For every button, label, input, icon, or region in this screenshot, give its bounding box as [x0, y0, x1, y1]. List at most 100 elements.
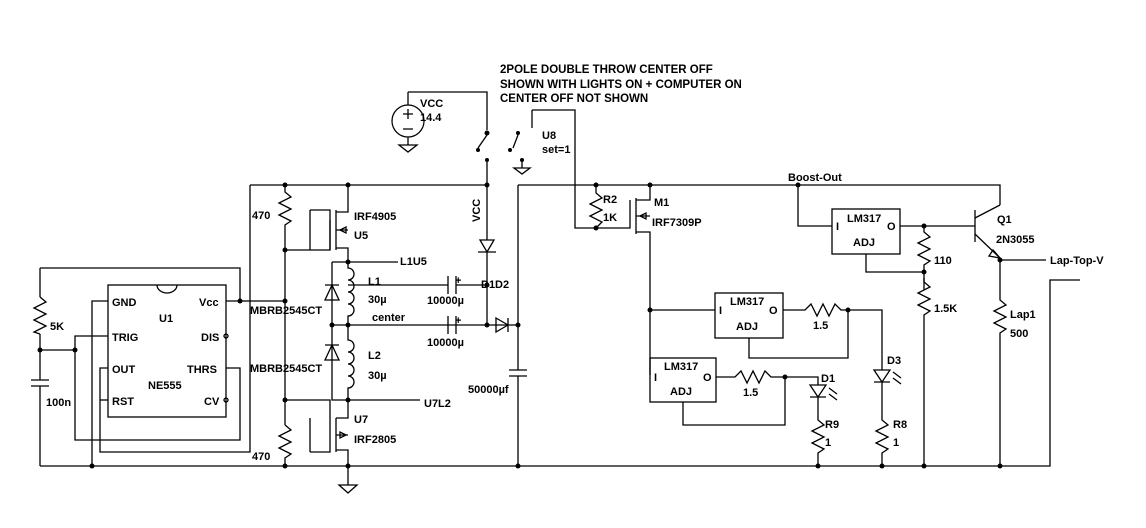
lm317-low-part: LM317	[664, 361, 698, 373]
pin-trig: TRIG	[112, 332, 138, 344]
voltage-source[interactable]	[391, 91, 488, 153]
lm317-low-i: I	[654, 372, 657, 384]
lm317-main-o: O	[887, 221, 896, 233]
mosfet-m1-ref: M1	[654, 197, 669, 209]
res-mid-val: 1.5	[813, 320, 828, 332]
switch-note-line3: CENTER OFF NOT SHOWN	[500, 93, 648, 105]
res-110-val: 110	[934, 255, 952, 267]
transistor-part: 2N3055	[996, 234, 1035, 246]
cap-bot-val: 10000µ	[427, 337, 464, 349]
lm317-mid-adj: ADJ	[736, 321, 758, 333]
diode-vcc[interactable]	[478, 239, 496, 254]
ne555-timer[interactable]	[107, 284, 227, 418]
pin-dis: DIS	[201, 332, 219, 344]
pin-cv: CV	[204, 396, 220, 408]
lm317-low-adj: ADJ	[670, 386, 692, 398]
res-low-val: 1.5	[743, 387, 758, 399]
resistor-1k5[interactable]	[916, 278, 932, 466]
resistor-r9[interactable]	[810, 397, 826, 466]
pin-gnd: GND	[112, 297, 137, 309]
transistor-ref: Q1	[997, 214, 1012, 226]
resistor-470-bot[interactable]	[277, 250, 293, 466]
led-d3-ref: D3	[887, 355, 901, 367]
ground-symbol	[337, 484, 359, 494]
inductor-l1-val: 30µ	[368, 294, 387, 306]
led-d1[interactable]	[808, 384, 828, 399]
diode-bot-part: MBRB2545CT	[250, 363, 322, 375]
inductor-l2[interactable]	[347, 325, 355, 400]
res-r8-val: 1	[893, 437, 899, 449]
lm317-main-adj: ADJ	[853, 237, 875, 249]
dpdt-switch[interactable]	[476, 109, 576, 185]
resistor-5k[interactable]	[32, 296, 48, 335]
diode-d1d2: D1D2	[481, 279, 509, 291]
mosfet-u7[interactable]	[309, 400, 349, 466]
lm317-main-part: LM317	[847, 213, 881, 225]
inductor-l1[interactable]	[347, 262, 355, 325]
timer-part: NE555	[148, 380, 182, 392]
switch-ref: U8	[542, 130, 556, 142]
lm317-low-o: O	[703, 372, 712, 384]
res-470-bot-value: 470	[252, 451, 270, 463]
pin-thrs: THRS	[187, 364, 217, 376]
cap-100n-value: 100n	[46, 397, 71, 409]
inductor-l2-ref: L2	[368, 350, 381, 362]
res-r9-val: 1	[825, 437, 831, 449]
mosfet-u5-ref: U5	[354, 230, 368, 242]
res-1k5-val: 1.5K	[934, 303, 957, 315]
res-470-top-value: 470	[252, 210, 270, 222]
svg-text:+: +	[455, 315, 461, 327]
lm317-mid-o: O	[769, 305, 778, 317]
timer-ref: U1	[159, 313, 173, 325]
resistor-470-top[interactable]	[277, 185, 331, 251]
transistor-q1[interactable]	[974, 204, 1002, 259]
diode-top-part: MBRB2545CT	[250, 305, 322, 317]
pin-out: OUT	[112, 364, 136, 376]
switch-param: set=1	[542, 144, 570, 156]
pin-rst: RST	[112, 396, 134, 408]
res-r2-ref: R2	[603, 194, 617, 206]
net-laptop: Lap-Top-V	[1050, 255, 1104, 267]
mosfet-m1-part: IRF7309P	[652, 217, 702, 229]
resistor-1k5-low[interactable]	[716, 369, 819, 385]
resistor-110[interactable]	[916, 226, 932, 290]
resistor-lap1[interactable]	[992, 258, 1008, 466]
res-r9-ref: R9	[825, 419, 839, 431]
switch-note-line1: 2POLE DOUBLE THROW CENTER OFF	[500, 64, 713, 76]
led-d3[interactable]	[872, 369, 892, 384]
cap-top-val: 10000µ	[427, 295, 464, 307]
mosfet-u5-part: IRF4905	[354, 211, 396, 223]
cap-bulk-val: 50000µf	[468, 384, 509, 396]
res-r8-ref: R8	[893, 419, 907, 431]
resistor-1k5-mid[interactable]	[783, 302, 883, 370]
diode-mbrb-top[interactable]	[331, 261, 348, 326]
mosfet-u7-ref: U7	[354, 414, 368, 426]
lm317-mid-i: I	[719, 305, 722, 317]
diode-d1d2-series[interactable]	[495, 316, 510, 334]
res-r2-val: 1K	[603, 212, 617, 224]
pin-vcc: Vcc	[199, 297, 219, 309]
mosfet-u5[interactable]	[309, 185, 349, 262]
mosfet-m1[interactable]	[596, 185, 651, 310]
top-rail-right	[518, 184, 1001, 205]
diode-mbrb-bot[interactable]	[331, 325, 348, 401]
resistor-r8[interactable]	[874, 382, 890, 466]
inductor-l2-val: 30µ	[368, 370, 387, 382]
source-value: 14.4	[420, 112, 442, 124]
resistor-r2[interactable]	[588, 185, 604, 229]
cap-50000[interactable]	[509, 185, 527, 466]
capacitor-100n[interactable]	[31, 379, 49, 394]
inductor-center: center	[372, 312, 406, 324]
res-lap1-val: 500	[1010, 328, 1028, 340]
svg-text:+: +	[455, 275, 461, 287]
led-d1-ref: D1	[821, 373, 835, 385]
net-boost-out: Boost-Out	[788, 172, 842, 184]
cap-10000-bot[interactable]	[447, 316, 457, 334]
lm317-main-i: I	[836, 221, 839, 233]
mosfet-u7-part: IRF2805	[354, 434, 396, 446]
lm317-mid-part: LM317	[730, 296, 764, 308]
net-u7l2: U7L2	[424, 398, 451, 410]
ground-rail	[40, 279, 1080, 467]
net-l1u5: L1U5	[400, 256, 427, 268]
